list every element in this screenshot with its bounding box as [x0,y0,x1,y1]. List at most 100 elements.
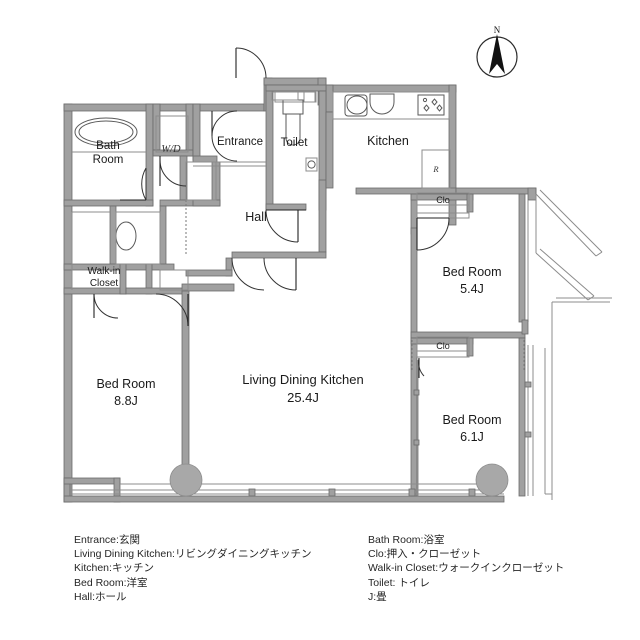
wall-nook-top [63,477,121,485]
label-bath-room-line1: Bath [96,140,120,152]
window-mullion-4 [468,488,476,497]
window-mullion-2 [328,488,336,497]
door-wic-arc [93,293,119,319]
room-labels-group: Bath Room W/D Entrance Toilet Kitchen Ha… [88,134,502,444]
label-bed-room-54-line1: Bed Room [442,265,501,279]
bay-line-4 [539,248,595,297]
label-kitchen: Kitchen [367,134,409,148]
wall-kitchen-right [448,84,457,226]
legend-left-column: Entrance:玄関 Living Dining Kitchen:リビングダイ… [74,533,311,604]
label-ldk-line1: Living Dining Kitchen [242,372,363,387]
wall-toilet-bottom [265,203,307,211]
doors-group [93,47,450,378]
hall-closet-box [185,161,217,201]
washer-dryer-box [155,115,189,153]
label-toilet: Toilet [281,137,309,149]
legend-item-toilet: Toilet: トイレ [368,576,430,589]
legend: Entrance:玄関 Living Dining Kitchen:リビングダイ… [0,525,640,635]
bed61-drain-circle [475,463,509,497]
bay-window-group [535,189,612,340]
door-hall-ldk-arc [263,257,297,291]
bay-cap-2 [587,295,595,301]
clo-upper-box [416,192,470,214]
wall-hall-left-upper [192,103,201,161]
legend-item-kitchen: Kitchen:キッチン [74,562,154,575]
wall-hall-nub [192,155,218,163]
label-walk-in-closet-line2: Closet [90,278,119,289]
legend-item-bath-room: Bath Room:浴室 [368,534,445,546]
compass-north-label: N [494,25,501,35]
kitchen-sink-bowl-icon [346,95,368,115]
label-walk-in-closet-line1: Walk-in [88,266,121,277]
legend-item-hall: Hall:ホール [74,590,127,603]
legend-item-entrance: Entrance:玄関 [74,534,140,546]
legend-item-walk-in-closet: Walk-in Closet:ウォークインクローゼット [368,562,565,575]
washbasin-icon [115,221,137,251]
label-bed-room-61-line2: 6.1J [460,430,484,444]
wall-outer-left [63,103,73,503]
wall-wic-lower [125,287,187,295]
legend-right-column: Bath Room:浴室 Clo:押入・クローゼット Walk-in Close… [368,533,564,604]
wall-bath-bottom [63,199,154,207]
wall-clo-lower-right [466,337,474,357]
bathtub-inner-icon [78,120,134,144]
wall-bath-right [145,103,154,207]
wall-bed88-top [181,283,235,292]
door-toilet-arc [265,209,299,243]
legend-item-clo: Clo:押入・クローゼット [368,548,482,561]
refrigerator-box [421,149,451,189]
door-entry-hall-arc2 [211,110,238,137]
compass-group: N [476,25,518,78]
wall-kitchen-top [325,84,457,93]
bed61-window-mullion-2 [524,431,532,438]
wall-structure [63,77,537,503]
wall-bed54-left [410,227,418,339]
bed54-window-post [521,319,529,335]
wall-wic-right [119,263,127,295]
bed61-left-mullion-1 [413,389,420,396]
label-clo-upper: Clo [436,195,450,205]
door-bed54-arc [416,217,450,251]
entrance-shelf-2 [303,91,317,103]
window-mullion-1 [248,488,256,497]
washbasin-counter [115,211,161,265]
north-arrow-icon [489,34,505,74]
clo-lower-box [416,336,470,358]
door-entry-hall-arc [211,135,238,162]
toilet-sink-box [305,157,318,172]
wall-toilet-left [265,84,274,211]
wall-kitchen-left [325,111,334,189]
wall-outer-bottom [63,495,505,503]
legend-item-bed-room: Bed Room:洋室 [74,576,148,589]
drain-circles-group [169,463,509,497]
burner-2-icon [431,98,438,106]
wall-right-wing-corner [527,187,537,201]
label-hall: Hall [245,210,267,224]
wall-hall-cross [192,199,221,207]
ldk-drain-circle [169,463,203,497]
burner-3-icon [436,104,443,112]
door-hall-ldk-arc2 [231,257,265,291]
label-bed-room-61-line1: Bed Room [442,413,501,427]
label-entrance: Entrance [217,136,263,148]
wall-hall-right [318,179,327,253]
label-washer-dryer: W/D [161,144,181,155]
bay-line-3 [535,252,589,301]
kitchen-counter [332,91,450,120]
kitchen-drain-board-icon [369,93,395,115]
door-bath-arc [141,167,147,201]
burner-1-icon [423,104,430,112]
label-bath-room-line2: Room [93,154,124,166]
wall-basin-left [109,205,117,271]
label-bed-room-88-line1: Bed Room [96,377,155,391]
window-mullion-3 [408,488,416,497]
label-refrigerator: R [432,164,439,174]
wall-bed61-right [518,337,526,497]
wall-entrance-top [263,77,327,86]
wall-kitchen-left-upper [325,84,334,113]
wall-hall-bottom [231,251,327,259]
door-bed61-arc [418,357,425,377]
label-clo-lower: Clo [436,341,450,351]
wall-clo-upper-right [466,193,474,213]
